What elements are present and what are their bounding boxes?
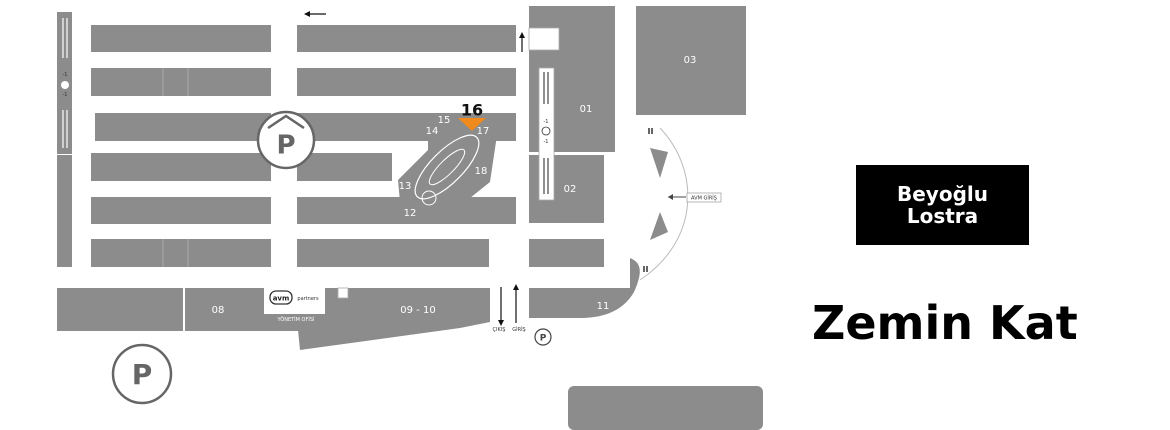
- store-name-line1: Beyoğlu: [897, 182, 988, 206]
- parking-row-block: [91, 153, 271, 181]
- level-label: -1: [544, 139, 549, 145]
- avm-giris-label: AVM GİRİŞ: [691, 195, 717, 202]
- avm-giris-box: [686, 192, 722, 203]
- parking-row-block: [91, 68, 271, 96]
- yonetim-ofisi-label: YÖNETİM OFİSİ: [277, 316, 315, 323]
- level-label: -1: [544, 119, 549, 125]
- parking-letter: P: [540, 334, 547, 344]
- elevator-icon: [61, 81, 69, 89]
- store-block-cutout: [528, 27, 560, 51]
- unit-label-13: 13: [399, 181, 412, 192]
- giris-label: GİRİŞ: [512, 326, 525, 333]
- unit-label-11: 11: [597, 301, 610, 312]
- elevator-icon: [541, 126, 551, 136]
- direction-arrow-heads: [304, 11, 525, 326]
- parking-letter: P: [132, 358, 153, 391]
- unit-label-01: 01: [580, 104, 593, 115]
- atrium-oval: [414, 134, 480, 200]
- store-block-0910: [298, 288, 490, 350]
- cikis-label: ÇIKIŞ: [493, 327, 506, 333]
- entrance-arrow-icon: [668, 194, 686, 200]
- store-16-highlight: [458, 118, 486, 131]
- unit-label-14: 14: [426, 126, 439, 137]
- atrium-cluster: [398, 115, 500, 224]
- avm-logo-text: avm: [273, 295, 290, 303]
- parking-row-block: [91, 197, 271, 224]
- escalator-corridor: [538, 67, 555, 201]
- parking-row-block: [297, 153, 392, 181]
- parking-row-block: [297, 25, 516, 52]
- unit-label-17: 17: [477, 126, 490, 137]
- entrance-curve: [639, 127, 689, 281]
- restroom-icon: [421, 190, 437, 206]
- level-label-left-bottom: -1: [63, 92, 68, 98]
- store-block-08-right: [185, 288, 264, 331]
- floor-title: Zemin Kat: [812, 296, 1078, 350]
- office-block: [264, 314, 334, 331]
- avm-partners-logo: avm partners: [269, 290, 319, 305]
- parking-icon: P: [111, 343, 173, 405]
- unit-label-18: 18: [475, 166, 488, 177]
- parking-row-block: [297, 68, 516, 96]
- unit-label-15: 15: [438, 115, 451, 126]
- left-strip-block-lower: [57, 155, 72, 267]
- restroom-icon: [638, 214, 654, 230]
- store-block-bottom: [529, 239, 604, 267]
- level-label-left-top: -1: [63, 72, 68, 78]
- escalator-icon: [543, 72, 549, 194]
- escalator-icon: [62, 18, 68, 148]
- parking-letter: P: [276, 131, 295, 161]
- direction-arrow-icon: [306, 13, 523, 323]
- parking-row-block: [95, 113, 271, 141]
- unit-label-0910: 09 - 10: [400, 305, 435, 316]
- restroom-icon: [643, 128, 653, 272]
- parking-row-block: [297, 239, 489, 267]
- parking-icon: P: [534, 328, 552, 346]
- office-notch: [337, 287, 349, 299]
- store-name-line2: Lostra: [906, 204, 979, 228]
- parking-row-block: [91, 25, 271, 52]
- unit-label-03: 03: [684, 55, 697, 66]
- unit-label-12: 12: [404, 208, 417, 219]
- restroom-icon: [638, 163, 654, 179]
- store-block-11: [529, 258, 640, 318]
- entrance-door: [650, 148, 668, 178]
- parking-icon: P: [256, 110, 316, 170]
- partners-logo-text: partners: [297, 296, 319, 302]
- store-block-08: [57, 288, 183, 331]
- parking-row-block: [91, 239, 271, 267]
- building-block-bottom: [568, 386, 763, 430]
- store-name-badge: Beyoğlu Lostra: [856, 165, 1029, 245]
- entrance-door: [650, 212, 668, 240]
- unit-label-02: 02: [564, 184, 577, 195]
- store-block-03: [636, 6, 746, 115]
- unit-label-08: 08: [212, 305, 225, 316]
- escalator-icon: [428, 148, 466, 186]
- unit-label-16: 16: [461, 101, 483, 120]
